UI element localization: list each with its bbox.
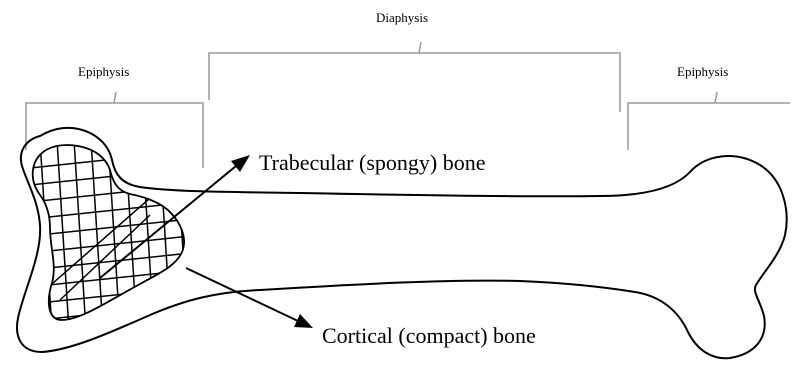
trabecular-arrow — [100, 155, 250, 278]
cortical-bone-label: Cortical (compact) bone — [322, 323, 536, 349]
epiphysis-left-label: Epiphysis — [78, 64, 129, 80]
trabecular-bone-label: Trabecular (spongy) bone — [259, 150, 485, 176]
epiphysis-right-label: Epiphysis — [677, 64, 728, 80]
cortical-arrow — [186, 268, 313, 328]
diaphysis-bracket — [209, 42, 620, 112]
diaphysis-label: Diaphysis — [376, 10, 428, 26]
epiphysis-right-bracket — [628, 92, 790, 150]
inner-cortex-line — [33, 145, 184, 320]
